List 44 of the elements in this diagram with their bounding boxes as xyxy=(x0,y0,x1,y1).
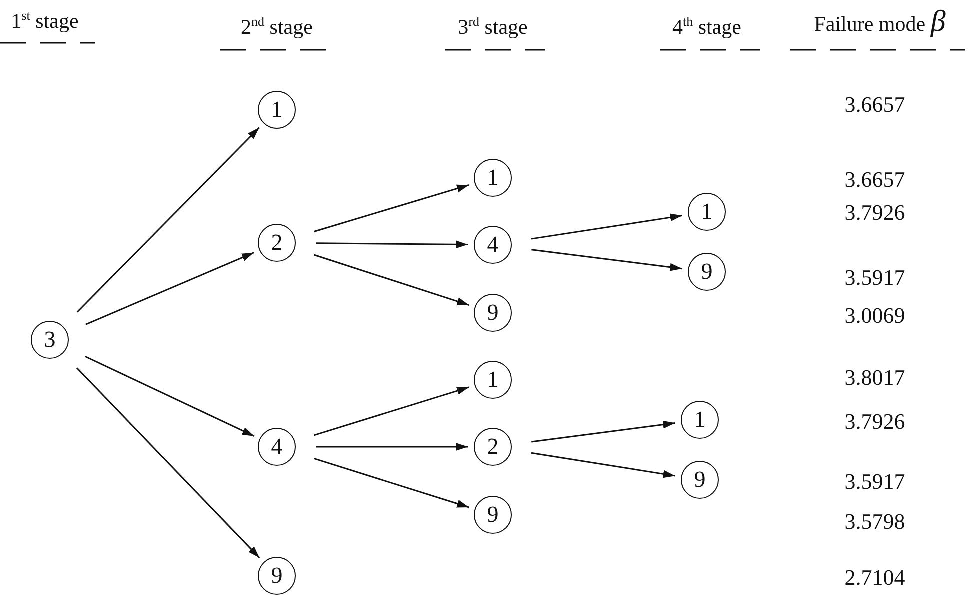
beta-value: 3.5798 xyxy=(844,509,906,535)
arrow xyxy=(316,240,468,249)
stage-circle: 3 xyxy=(31,321,69,359)
stage-circle: 1 xyxy=(474,159,512,197)
beta-value: 2.7104 xyxy=(844,565,906,591)
beta-value: 3.7926 xyxy=(844,200,906,226)
stage-circle: 9 xyxy=(681,461,719,499)
column-heading: 3$^{rd}$ stage xyxy=(458,14,528,40)
arrow xyxy=(86,252,254,326)
stage-circle: 9 xyxy=(474,496,512,534)
arrow xyxy=(314,184,470,232)
arrow xyxy=(314,386,470,436)
beta-value: 3.0069 xyxy=(844,303,906,329)
stage-circle: 2 xyxy=(474,428,512,466)
beta-value: 3.5917 xyxy=(844,469,906,495)
arrow xyxy=(76,127,260,313)
arrow xyxy=(316,443,468,451)
arrow xyxy=(532,420,676,443)
stage-circle: 1 xyxy=(258,91,296,129)
arrow xyxy=(84,356,255,438)
beta-value: 3.6657 xyxy=(844,92,906,118)
arrow xyxy=(314,458,470,508)
stage-circle: 9 xyxy=(688,253,726,291)
arrow xyxy=(532,249,682,272)
beta-value: 3.5917 xyxy=(844,265,906,291)
arrow xyxy=(531,452,676,478)
arrow xyxy=(314,254,470,306)
beta-value: 3.6657 xyxy=(844,167,906,193)
stage-circle: 4 xyxy=(258,428,296,466)
stage-circle: 4 xyxy=(474,226,512,264)
stage-circle: 9 xyxy=(474,294,512,332)
stage-circle: 2 xyxy=(258,224,296,262)
column-heading: 4$^{th}$ stage xyxy=(672,14,742,40)
column-heading: 2$^{nd}$ stage xyxy=(241,14,313,40)
stage-circle: 9 xyxy=(258,557,296,595)
beta-value: 3.7926 xyxy=(844,409,906,435)
arrow xyxy=(76,368,260,558)
stage-circle: 1 xyxy=(474,361,512,399)
beta-value: 3.8017 xyxy=(844,365,906,391)
stage-circle: 1 xyxy=(681,401,719,439)
column-heading: Failure mode β xyxy=(814,12,946,37)
stage-circle: 1 xyxy=(688,193,726,231)
arrow xyxy=(531,214,682,240)
column-heading: 1$^{st}$ stage xyxy=(11,8,79,34)
